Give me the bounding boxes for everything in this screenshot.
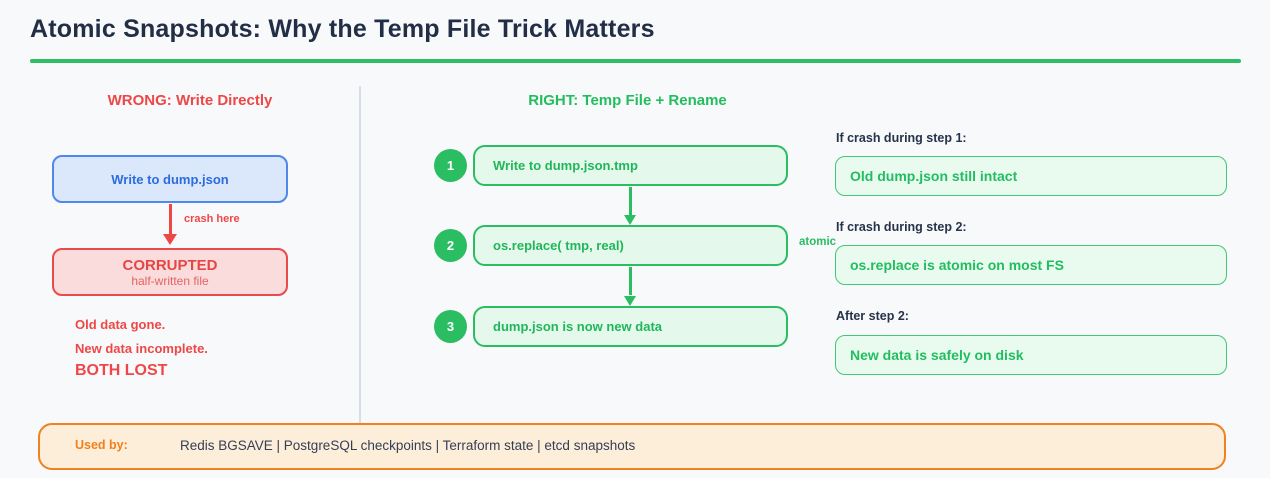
write-directly-label: Write to dump.json — [111, 171, 229, 187]
outcome-label-3: New data is safely on disk — [850, 347, 1024, 363]
corrupted-box: CORRUPTED half-written file — [52, 248, 288, 296]
step-1-badge: 1 — [434, 149, 467, 182]
corrupted-subtitle: half-written file — [131, 273, 209, 288]
step-3-badge: 3 — [434, 310, 467, 343]
outcome-caption-3: After step 2: — [836, 309, 909, 323]
wrong-section-heading: WRONG: Write Directly — [107, 92, 273, 109]
crash-arrow-head-icon — [163, 234, 177, 245]
step-3-label: dump.json is now new data — [493, 319, 663, 334]
step-2-box: os.replace( tmp, real) — [473, 225, 788, 266]
step-2-label: os.replace( tmp, real) — [493, 238, 624, 253]
page-title: Atomic Snapshots: Why the Temp File Tric… — [30, 15, 655, 43]
crash-arrow-label: crash here — [184, 213, 240, 225]
atomic-edge-label: atomic — [799, 236, 837, 248]
flow-arrow-2-line — [629, 267, 632, 295]
flow-arrow-2-head-icon — [624, 296, 636, 306]
used-by-label: Used by: — [75, 438, 128, 452]
outcome-label-2: os.replace is atomic on most FS — [850, 257, 1064, 273]
used-by-bar — [38, 423, 1226, 470]
flow-arrow-1-line — [629, 187, 632, 215]
note-old-data-gone: Old data gone. — [75, 317, 166, 332]
right-section-heading: RIGHT: Temp File + Rename — [528, 92, 727, 109]
step-2-badge: 2 — [434, 229, 467, 262]
corrupted-title: CORRUPTED — [122, 256, 218, 274]
outcome-box-3: New data is safely on disk — [835, 335, 1227, 375]
step-1-box: Write to dump.json.tmp — [473, 145, 788, 186]
outcome-box-2: os.replace is atomic on most FS — [835, 245, 1227, 285]
used-by-text: Redis BGSAVE | PostgreSQL checkpoints | … — [180, 438, 636, 453]
section-divider — [359, 86, 361, 423]
crash-arrow-line — [169, 204, 172, 235]
outcome-box-1: Old dump.json still intact — [835, 156, 1227, 196]
note-new-data-incomplete: New data incomplete. — [75, 341, 208, 356]
step-1-label: Write to dump.json.tmp — [493, 158, 638, 173]
outcome-label-1: Old dump.json still intact — [850, 168, 1018, 184]
outcome-caption-2: If crash during step 2: — [836, 220, 967, 234]
outcome-caption-1: If crash during step 1: — [836, 131, 967, 145]
flow-arrow-1-head-icon — [624, 215, 636, 225]
write-directly-box: Write to dump.json — [52, 155, 288, 203]
title-underline — [30, 59, 1241, 63]
note-both-lost: BOTH LOST — [75, 362, 168, 379]
step-3-box: dump.json is now new data — [473, 306, 788, 347]
